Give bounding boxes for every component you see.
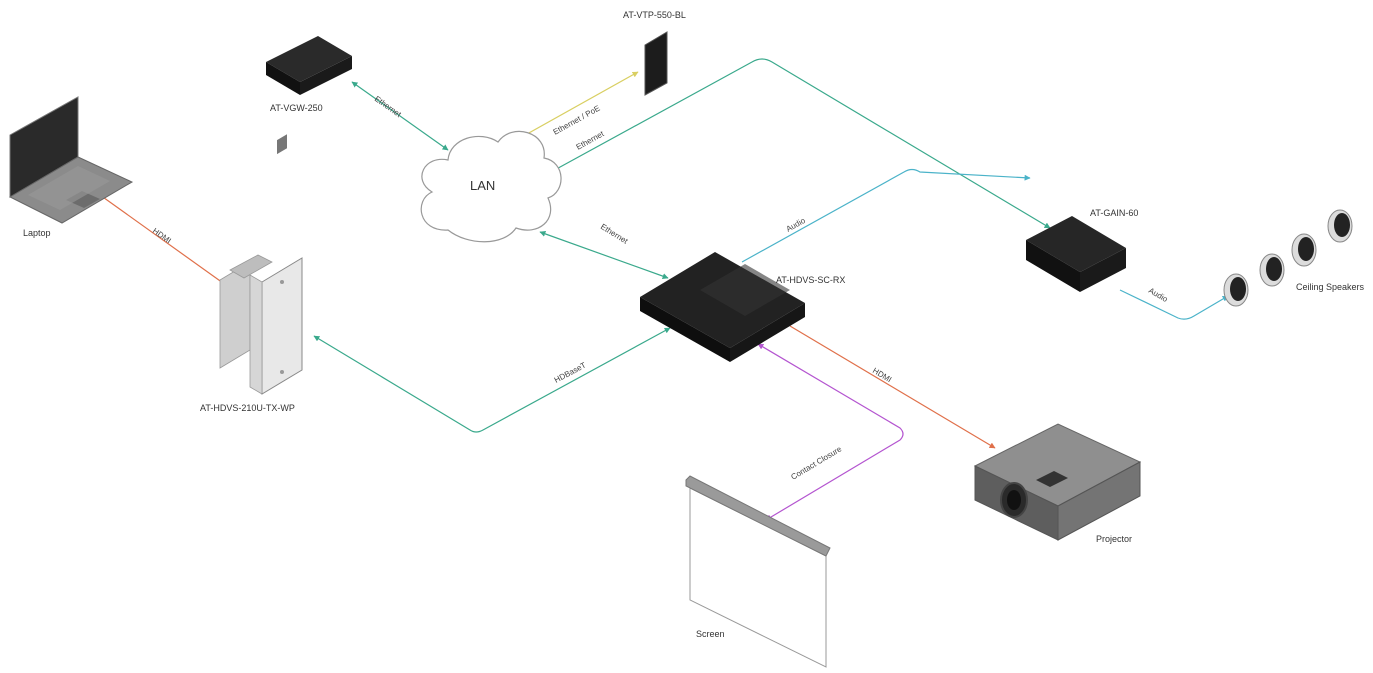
tx-label: AT-HDVS-210U-TX-WP xyxy=(200,403,295,413)
vgw-label: AT-VGW-250 xyxy=(270,103,323,113)
projector-lens-inner-icon xyxy=(1007,490,1021,510)
rx-device: AT-HDVS-SC-RX xyxy=(640,252,845,362)
label-rx-gain: Audio xyxy=(785,216,808,234)
label-laptop-tx: HDMI xyxy=(151,226,173,245)
wallplate-backbox-icon xyxy=(219,261,251,369)
line-rx-screen xyxy=(757,343,904,521)
lan-cloud: LAN xyxy=(420,130,562,243)
label-vgw-lan: Ethernet xyxy=(373,94,404,119)
projector-side-icon xyxy=(1057,461,1141,541)
projector-label: Projector xyxy=(1096,534,1132,544)
vgw-front-icon xyxy=(266,62,300,95)
label-gain-speakers: Audio xyxy=(1147,286,1170,304)
line-laptop-tx xyxy=(99,194,231,289)
ceiling-speakers: Ceiling Speakers xyxy=(1223,209,1365,307)
gain-top-icon xyxy=(1026,216,1126,272)
lan-label: LAN xyxy=(470,178,495,193)
wallplate-backbox-top-icon xyxy=(229,254,273,279)
gain-device: AT-GAIN-60 xyxy=(1026,208,1138,292)
line-vgw-lan xyxy=(351,81,449,151)
laptop-device: Laptop xyxy=(8,96,134,238)
connections xyxy=(99,58,1229,521)
screen-device: Screen xyxy=(685,475,831,668)
speaker-grille-icon xyxy=(1298,237,1314,261)
rx-side-icon xyxy=(730,303,805,362)
vtp-device: AT-VTP-550-BL xyxy=(623,10,686,96)
wallplate-port-icon xyxy=(277,134,287,155)
gain-label: AT-GAIN-60 xyxy=(1090,208,1138,218)
speakers-label: Ceiling Speakers xyxy=(1296,282,1365,292)
line-gain-speakers xyxy=(1119,289,1229,320)
line-lan-gain xyxy=(539,58,1051,229)
label-tx-rx: HDBaseT xyxy=(553,360,588,384)
projector-device: Projector xyxy=(973,423,1142,544)
cloud-icon xyxy=(420,130,562,243)
wallplate-screw-icon xyxy=(280,280,284,284)
speaker-grille-icon xyxy=(1334,213,1350,237)
line-rx-projector xyxy=(789,325,996,449)
projector-panel-icon xyxy=(1036,471,1068,487)
line-rx-gain xyxy=(741,168,1031,263)
label-vtp-lan: Ethernet / PoE xyxy=(552,104,602,137)
speaker-grille-icon xyxy=(1230,277,1246,301)
tablet-icon xyxy=(644,31,668,96)
vgw-side-icon xyxy=(300,56,352,95)
vtp-label: AT-VTP-550-BL xyxy=(623,10,686,20)
line-lan-rx xyxy=(539,231,669,279)
line-tx-rx xyxy=(313,327,671,433)
wallplate-screw-icon xyxy=(280,370,284,374)
vgw-top-icon xyxy=(266,36,352,82)
label-rx-projector: HDMI xyxy=(871,366,893,384)
laptop-label: Laptop xyxy=(23,228,51,238)
tx-wallplate-device: AT-HDVS-210U-TX-WP xyxy=(200,134,303,413)
label-lan-rx: Ethernet xyxy=(599,222,630,246)
wallplate-side-icon xyxy=(249,274,263,395)
label-rx-screen: Contact Closure xyxy=(789,444,843,482)
label-lan-gain: Ethernet xyxy=(575,129,606,152)
rx-panel-icon xyxy=(700,264,790,316)
screen-casing-icon xyxy=(685,475,831,557)
rx-label: AT-HDVS-SC-RX xyxy=(776,275,845,285)
gain-side-icon xyxy=(1080,248,1126,292)
speaker-grille-icon xyxy=(1266,257,1282,281)
laptop-keyboard-icon xyxy=(28,166,110,210)
screen-label: Screen xyxy=(696,629,725,639)
gain-front-icon xyxy=(1026,240,1080,292)
rx-front-icon xyxy=(640,297,730,362)
vgw-device: AT-VGW-250 xyxy=(266,36,352,113)
